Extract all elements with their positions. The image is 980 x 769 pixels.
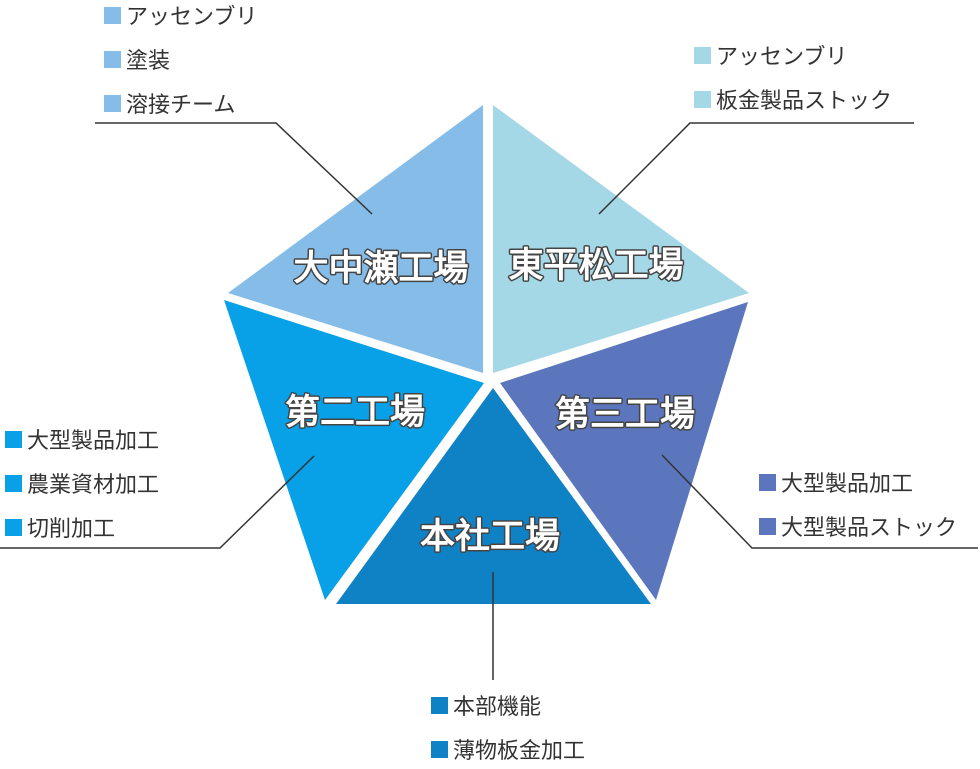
- item-list-onakase: アッセンブリ 塗装 溶接チーム: [104, 0, 257, 132]
- segment-dai-ni: [224, 300, 484, 600]
- segment-dai-san: [500, 302, 748, 600]
- list-item: 溶接チーム: [104, 88, 257, 118]
- item-list-dai-san: 大型製品加工 大型製品ストック: [759, 467, 957, 555]
- bullet-square-icon: [104, 94, 121, 112]
- bullet-square-icon: [5, 474, 22, 492]
- list-item: 板金製品ストック: [694, 84, 892, 114]
- bullet-square-icon: [759, 517, 776, 535]
- list-item: 切削加工: [5, 512, 159, 542]
- bullet-square-icon: [431, 696, 448, 714]
- list-item: 本部機能: [431, 690, 585, 720]
- list-item: 薄物板金加工: [431, 734, 585, 764]
- list-item: 塗装: [104, 44, 257, 74]
- segment-higashi-hiramatsu: [493, 105, 749, 373]
- segment-honsha: [336, 388, 651, 604]
- bullet-square-icon: [5, 518, 22, 536]
- item-list-honsha: 本部機能 薄物板金加工: [431, 690, 585, 769]
- bullet-square-icon: [104, 6, 121, 24]
- leader-line-dai-ni: [0, 455, 315, 549]
- label-higashi-hiramatsu: 東平松工場: [508, 246, 683, 286]
- list-item: アッセンブリ: [694, 40, 892, 70]
- bullet-square-icon: [431, 740, 448, 758]
- bullet-square-icon: [694, 90, 711, 108]
- segment-onakase: [228, 105, 483, 373]
- list-item: 大型製品加工: [759, 467, 957, 497]
- list-item: 大型製品加工: [5, 424, 159, 454]
- item-list-dai-ni: 大型製品加工 農業資材加工 切削加工: [5, 424, 159, 556]
- list-item: 農業資材加工: [5, 468, 159, 498]
- bullet-square-icon: [104, 50, 121, 68]
- label-onakase: 大中瀬工場: [293, 249, 468, 289]
- label-honsha: 本社工場: [420, 517, 560, 557]
- leader-line-dai-san: [661, 454, 978, 549]
- bullet-square-icon: [759, 473, 776, 491]
- leader-line-onakase: [95, 122, 373, 215]
- list-item: アッセンブリ: [104, 0, 257, 30]
- item-list-higashi-hiramatsu: アッセンブリ 板金製品ストック: [694, 40, 892, 128]
- bullet-square-icon: [694, 46, 711, 64]
- leader-line-higashi-hiramatsu: [598, 122, 914, 215]
- bullet-square-icon: [5, 430, 22, 448]
- label-dai-san: 第三工場: [555, 395, 695, 435]
- list-item: 大型製品ストック: [759, 511, 957, 541]
- label-dai-ni: 第二工場: [285, 393, 425, 433]
